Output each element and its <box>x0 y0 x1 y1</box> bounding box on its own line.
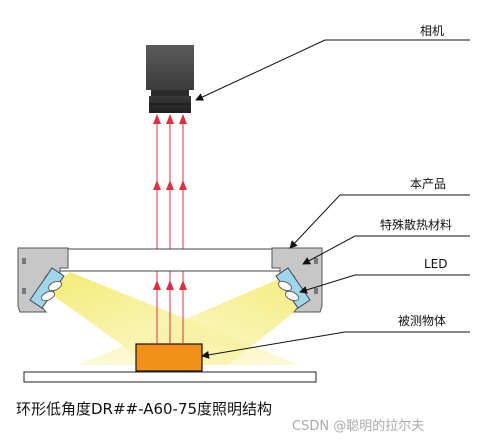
ray-arrow <box>166 114 174 124</box>
product-leader <box>289 194 470 249</box>
camera-leader <box>195 39 470 101</box>
diffuser-window <box>59 248 281 272</box>
led-chip-icon <box>40 280 63 302</box>
base-plate <box>23 371 317 383</box>
led-chip-icon <box>277 280 300 302</box>
ray-arrow <box>153 180 161 190</box>
object-leader <box>201 331 470 359</box>
ray-arrow <box>153 114 161 124</box>
right-led-module <box>275 267 311 309</box>
diagram-caption: 环形低角度DR##-A60-75度照明结构 <box>16 400 272 418</box>
ray-arrow <box>166 180 174 190</box>
camera-label: 相机 <box>420 24 444 38</box>
led-label: LED <box>424 257 448 271</box>
ray-arrow <box>166 280 174 290</box>
watermark: CSDN @聪明的拉尔夫 <box>292 418 424 434</box>
heat-material-leader <box>302 235 470 265</box>
heat-material-label: 特殊散热材料 <box>380 217 452 232</box>
led-leader <box>299 274 470 294</box>
left-led-module <box>29 267 65 309</box>
product-label: 本产品 <box>410 177 446 191</box>
ray-arrow <box>153 280 161 290</box>
object-label: 被测物体 <box>398 314 446 328</box>
ray-arrow <box>179 180 187 190</box>
light-beams <box>48 270 322 365</box>
right-light-beam <box>78 270 322 365</box>
ray-arrow <box>179 280 187 290</box>
reflected-rays <box>153 114 187 344</box>
ray-arrow <box>179 114 187 124</box>
leader-lines <box>195 39 470 359</box>
camera-icon <box>146 45 194 113</box>
tested-object <box>135 343 203 372</box>
